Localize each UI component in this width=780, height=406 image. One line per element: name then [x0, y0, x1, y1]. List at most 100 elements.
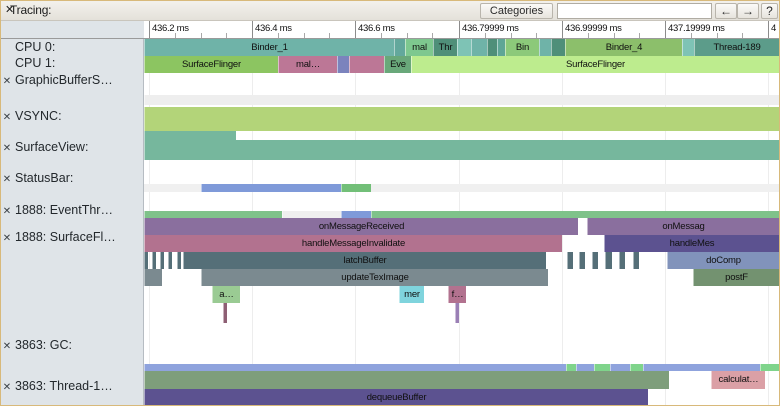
- sidebar-row[interactable]: CPU 1:: [1, 55, 144, 71]
- sidebar-row[interactable]: ✕3863: GC:: [1, 336, 144, 354]
- track-statusbar[interactable]: [144, 140, 779, 160]
- trace-slice[interactable]: [579, 252, 585, 269]
- trace-slice[interactable]: [471, 39, 487, 56]
- trace-slice[interactable]: [567, 252, 573, 269]
- trace-slice[interactable]: mal…: [278, 56, 337, 73]
- trace-slice[interactable]: [610, 364, 630, 371]
- trace-slice[interactable]: [487, 39, 497, 56]
- sidebar-row[interactable]: ✕3863: Thread-1…: [1, 377, 144, 395]
- trace-slice[interactable]: doComp: [667, 252, 779, 269]
- trace-slice[interactable]: onMessag: [587, 218, 779, 235]
- track-surfaceflinger-thread-state[interactable]: [144, 211, 779, 218]
- trace-slice[interactable]: dequeueBuffer: [144, 389, 648, 405]
- trace-slice[interactable]: [152, 252, 156, 269]
- trace-slice[interactable]: Binder_1: [144, 39, 394, 56]
- trace-slice[interactable]: [168, 252, 172, 269]
- sidebar-row[interactable]: ✕1888: EventThr…: [1, 201, 144, 219]
- trace-slice[interactable]: [282, 211, 341, 218]
- trace-slice[interactable]: [605, 252, 612, 269]
- trace-slice[interactable]: [144, 269, 162, 286]
- trace-slice[interactable]: [160, 252, 164, 269]
- track-close-icon[interactable]: ✕: [2, 233, 12, 244]
- trace-slice[interactable]: [337, 56, 349, 73]
- track-close-icon[interactable]: ✕: [2, 76, 12, 87]
- track-thread-1-state[interactable]: [144, 364, 779, 371]
- trace-slice[interactable]: [144, 107, 779, 131]
- help-button[interactable]: ?: [761, 3, 778, 19]
- trace-slice[interactable]: [594, 364, 610, 371]
- track-latchBuffer[interactable]: latchBuffer doComp: [144, 252, 779, 269]
- sidebar-row[interactable]: ✕SurfaceView:: [1, 138, 144, 156]
- track-gc[interactable]: [144, 336, 779, 354]
- track-eventthread-row[interactable]: [144, 184, 779, 192]
- trace-slice[interactable]: [457, 39, 471, 56]
- trace-slice[interactable]: [630, 364, 643, 371]
- trace-slice[interactable]: [592, 252, 598, 269]
- trace-slice[interactable]: [497, 39, 505, 56]
- trace-slice[interactable]: [633, 252, 639, 269]
- track-surfaceview[interactable]: [144, 131, 779, 140]
- trace-slice[interactable]: [619, 252, 625, 269]
- trace-slice[interactable]: [144, 95, 779, 105]
- sidebar-row[interactable]: ✕StatusBar:: [1, 169, 144, 187]
- trace-slice[interactable]: [760, 364, 779, 371]
- track-close-icon[interactable]: ✕: [2, 112, 12, 123]
- sidebar-row[interactable]: CPU 0:: [1, 39, 144, 55]
- trace-slice[interactable]: [144, 252, 148, 269]
- trace-slice[interactable]: [394, 39, 405, 56]
- track-vsync[interactable]: [144, 95, 779, 105]
- track-updateTexImage[interactable]: updateTexImage postF: [144, 269, 779, 286]
- trace-slice[interactable]: Bin: [505, 39, 539, 56]
- trace-slice[interactable]: [643, 364, 760, 371]
- trace-slice[interactable]: [455, 303, 459, 323]
- trace-slice[interactable]: [223, 303, 227, 323]
- categories-filter-input[interactable]: [557, 3, 712, 19]
- categories-button[interactable]: Categories: [480, 3, 553, 19]
- trace-slice[interactable]: [201, 184, 341, 192]
- trace-slice[interactable]: [539, 39, 551, 56]
- trace-slice[interactable]: [341, 211, 371, 218]
- trace-slice[interactable]: Thread-189: [694, 39, 779, 56]
- trace-slice[interactable]: [349, 56, 384, 73]
- next-arrow-button[interactable]: →: [737, 3, 759, 19]
- track-thread-1-depth0[interactable]: calculat…: [144, 371, 779, 389]
- trace-slice[interactable]: mal: [405, 39, 433, 56]
- trace-slice[interactable]: mer: [399, 286, 424, 303]
- track-dequeueBuffer[interactable]: dequeueBuffer: [144, 389, 779, 405]
- track-vsync-bar[interactable]: [144, 107, 779, 131]
- trace-slice[interactable]: SurfaceFlinger: [411, 56, 779, 73]
- trace-slice[interactable]: [144, 131, 236, 140]
- close-icon[interactable]: ✕: [5, 4, 15, 16]
- trace-slice[interactable]: handleMessageInvalidate: [144, 235, 562, 252]
- trace-slice[interactable]: Thr: [433, 39, 457, 56]
- trace-slice[interactable]: f…: [448, 286, 466, 303]
- trace-slice[interactable]: [551, 39, 565, 56]
- trace-slice[interactable]: onMessageReceived: [144, 218, 578, 235]
- trace-slice[interactable]: [341, 184, 371, 192]
- trace-slice[interactable]: Binder_4: [565, 39, 682, 56]
- track-close-icon[interactable]: ✕: [2, 206, 12, 217]
- track-close-icon[interactable]: ✕: [2, 382, 12, 393]
- sidebar-row[interactable]: ✕1888: SurfaceFl…: [1, 228, 144, 246]
- trace-slice[interactable]: Eve: [384, 56, 411, 73]
- trace-slice[interactable]: [144, 371, 669, 389]
- track-leaf-slices[interactable]: a… mer f…: [144, 286, 779, 303]
- trace-slice[interactable]: a…: [212, 286, 240, 303]
- trace-slice[interactable]: [177, 252, 181, 269]
- trace-slice[interactable]: postF: [693, 269, 779, 286]
- trace-slice[interactable]: updateTexImage: [201, 269, 548, 286]
- trace-slice[interactable]: [144, 211, 282, 218]
- trace-slice[interactable]: calculat…: [711, 371, 765, 389]
- track-leaf-stems[interactable]: [144, 303, 779, 323]
- trace-slice[interactable]: SurfaceFlinger: [144, 56, 278, 73]
- sidebar-row[interactable]: ✕VSYNC:: [1, 107, 144, 125]
- trace-slice[interactable]: [566, 364, 576, 371]
- trace-slice[interactable]: latchBuffer: [183, 252, 546, 269]
- track-close-icon[interactable]: ✕: [2, 341, 12, 352]
- track-close-icon[interactable]: ✕: [2, 143, 12, 154]
